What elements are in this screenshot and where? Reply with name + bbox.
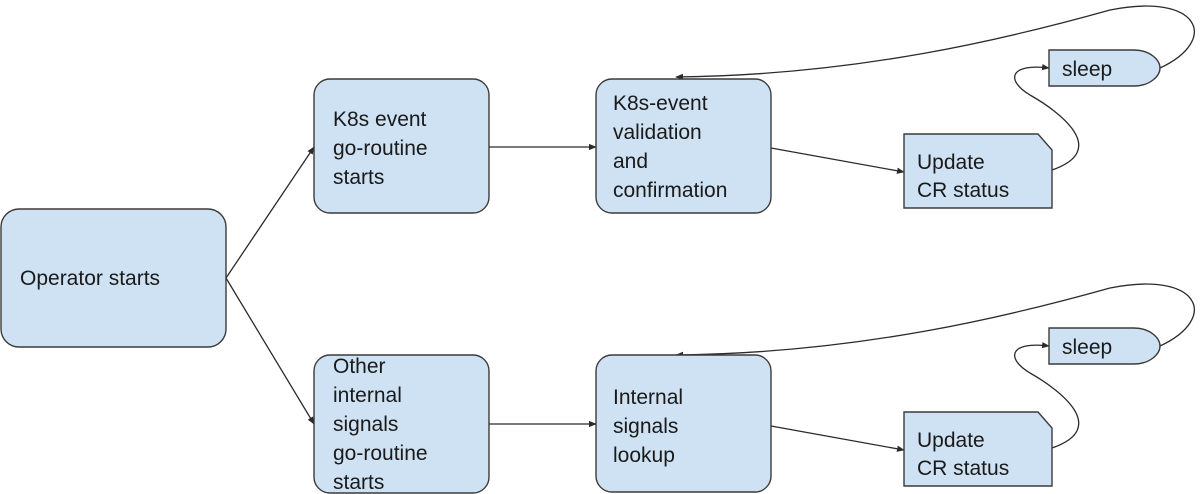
edge-operator-to-other-goroutine xyxy=(225,277,315,425)
svg-text:Update CR status: Update CR status xyxy=(917,429,1009,480)
node-label-line: validation xyxy=(613,121,702,144)
node-sleep-bottom: sleep xyxy=(1048,327,1161,365)
edge-operator-to-k8s-goroutine xyxy=(225,146,315,279)
node-label-line: and xyxy=(613,150,648,173)
node-label-line: Other xyxy=(333,355,386,378)
node-operator-starts: Operator starts xyxy=(0,208,227,348)
node-label-line: lookup xyxy=(613,444,675,467)
node-other-internal-signals-goroutine: Other internal signals go-routine starts xyxy=(313,354,490,494)
svg-text:sleep: sleep xyxy=(1062,58,1112,81)
node-internal-signals-lookup: Internal signals lookup xyxy=(595,354,772,493)
node-label-line: CR status xyxy=(917,457,1009,480)
node-label-line: starts xyxy=(333,166,384,189)
node-label-line: starts xyxy=(333,471,384,494)
svg-text:sleep: sleep xyxy=(1062,336,1112,359)
node-label-line: Update xyxy=(917,151,985,174)
node-update-cr-status-bottom: Update CR status xyxy=(903,411,1053,487)
node-sleep-top: sleep xyxy=(1048,49,1161,87)
edge-sleep-bottom-to-lookup xyxy=(675,283,1195,359)
node-update-cr-status-top: Update CR status xyxy=(903,133,1053,209)
edge-update-bottom-to-sleep-bottom xyxy=(1014,342,1080,449)
svg-text:Other internal sig: Other internal signals go-routine starts xyxy=(333,355,433,494)
svg-text:Update CR status: Update CR status xyxy=(917,151,1009,202)
node-k8s-event-goroutine: K8s event go-routine starts xyxy=(313,78,490,214)
node-label-line: Internal xyxy=(613,386,683,409)
node-label-line: sleep xyxy=(1062,336,1112,359)
edge-sleep-top-to-validation xyxy=(675,5,1195,81)
node-label-line: go-routine xyxy=(333,137,428,160)
node-label-line: signals xyxy=(333,413,398,436)
node-label-line: Update xyxy=(917,429,985,452)
node-label-line: K8s event xyxy=(333,108,427,131)
node-label-line: Operator starts xyxy=(20,267,160,290)
node-label-line: internal xyxy=(333,384,402,407)
svg-text:K8s event go-routine: K8s event go-routine starts xyxy=(333,108,433,189)
node-label-line: confirmation xyxy=(613,179,727,202)
edge-update-top-to-sleep-top xyxy=(1014,64,1080,171)
edges xyxy=(225,5,1195,452)
edge-validation-to-update-top xyxy=(770,147,905,174)
node-label-line: K8s-event xyxy=(613,92,708,115)
edge-lookup-to-update-bottom xyxy=(770,425,905,452)
svg-text:Operator starts: Operator starts xyxy=(20,267,160,290)
svg-text:K8s-event validation: K8s-event validation and confirmation xyxy=(613,92,727,202)
svg-text:Internal signals l: Internal signals lookup xyxy=(613,386,689,467)
node-label-line: CR status xyxy=(917,179,1009,202)
node-k8s-event-validation: K8s-event validation and confirmation xyxy=(595,78,772,214)
node-label-line: sleep xyxy=(1062,58,1112,81)
node-label-line: go-routine xyxy=(333,442,428,465)
node-label-line: signals xyxy=(613,415,678,438)
